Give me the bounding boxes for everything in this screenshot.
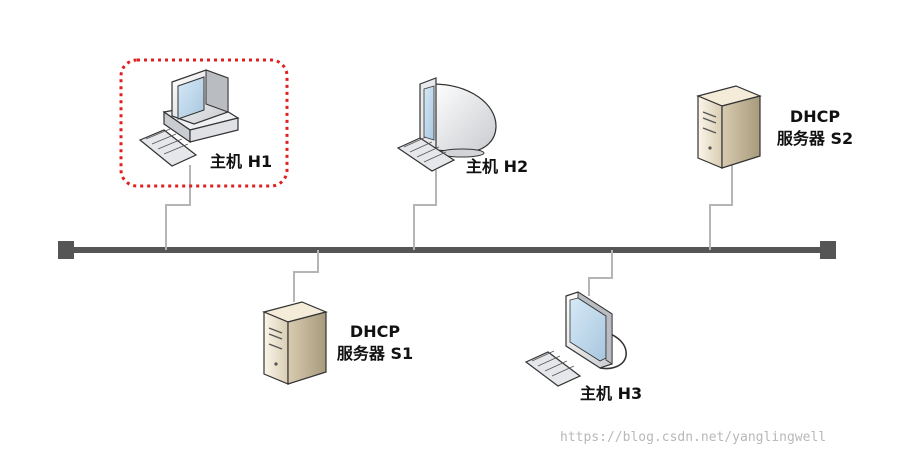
host-h1-highlight-frame bbox=[119, 58, 289, 188]
server-s1-icon bbox=[262, 301, 328, 385]
host-h2-label: 主机 H2 bbox=[466, 157, 529, 176]
link-s2 bbox=[709, 162, 733, 250]
link-h2 bbox=[413, 170, 437, 250]
link-s1 bbox=[293, 250, 319, 302]
server-s2-label-line1: DHCP bbox=[789, 107, 841, 126]
watermark-text: https://blog.csdn.net/yanglingwell bbox=[560, 430, 827, 445]
host-h3-label: 主机 H3 bbox=[580, 384, 643, 403]
server-s1-label-line2: 服务器 S1 bbox=[336, 344, 414, 363]
network-bus bbox=[58, 241, 836, 259]
link-h3 bbox=[588, 250, 613, 296]
host-h1-label: 主机 H1 bbox=[210, 152, 273, 171]
server-s2-icon bbox=[696, 85, 762, 169]
server-s1-label-line1: DHCP bbox=[349, 322, 401, 341]
server-s2-label-line2: 服务器 S2 bbox=[776, 129, 854, 148]
link-h1 bbox=[165, 165, 191, 250]
host-h1-computer-icon bbox=[138, 69, 240, 167]
host-h3-monitor-icon bbox=[524, 291, 627, 387]
connection-lines bbox=[165, 162, 733, 302]
host-h2-monitor-icon bbox=[396, 77, 497, 172]
